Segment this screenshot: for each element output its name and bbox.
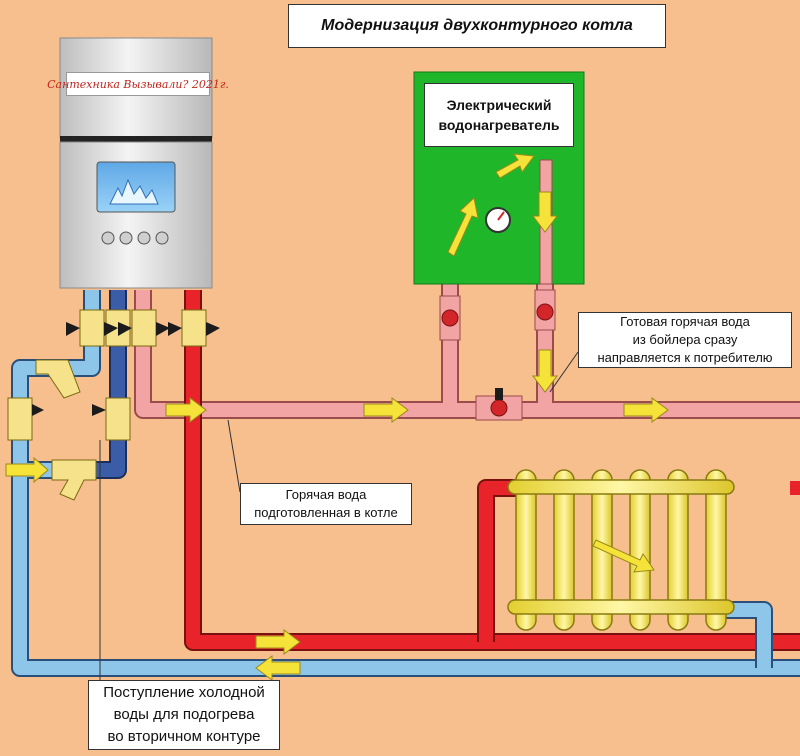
diagram-title: Модернизация двухконтурного котла (288, 4, 666, 48)
heater-label-line2: водонагреватель (438, 117, 560, 133)
callout-ready-line1: Готовая горячая вода (620, 314, 750, 329)
radiator-icon (507, 469, 735, 631)
flow-arrows (5, 153, 669, 681)
callout-hot-line2: подготовленная в котле (254, 505, 398, 520)
callout-ready-water: Готовая горячая вода из бойлера сразу на… (578, 312, 792, 368)
callout-cold-line2: воды для подогрева (113, 706, 255, 723)
callout-ready-line2: из бойлера сразу (632, 332, 738, 347)
callout-ready-line3: направляется к потребителю (597, 350, 773, 365)
callout-cold-line1: Поступление холодной (103, 684, 265, 701)
diagram-title-text: Модернизация двухконтурного котла (321, 17, 633, 34)
flame-icon (109, 178, 159, 205)
callout-hot-water: Горячая вода подготовленная в котле (240, 483, 412, 525)
heater-label-line1: Электрический (446, 97, 552, 113)
y-strainer-icon (35, 359, 97, 501)
callout-cold-water: Поступление холодной воды для подогрева … (88, 680, 280, 750)
callout-cold-line3: во вторичном контуре (107, 728, 261, 745)
valve-handles (32, 303, 554, 417)
pressure-gauge-icon (485, 207, 511, 233)
leader-lines (99, 351, 579, 684)
callout-hot-line1: Горячая вода (285, 487, 367, 502)
boiler-buttons (101, 231, 169, 245)
brand-stamp: Сантехника Вызывали? 2021г. (47, 72, 229, 96)
heater-label: Электрический водонагреватель (424, 83, 574, 147)
